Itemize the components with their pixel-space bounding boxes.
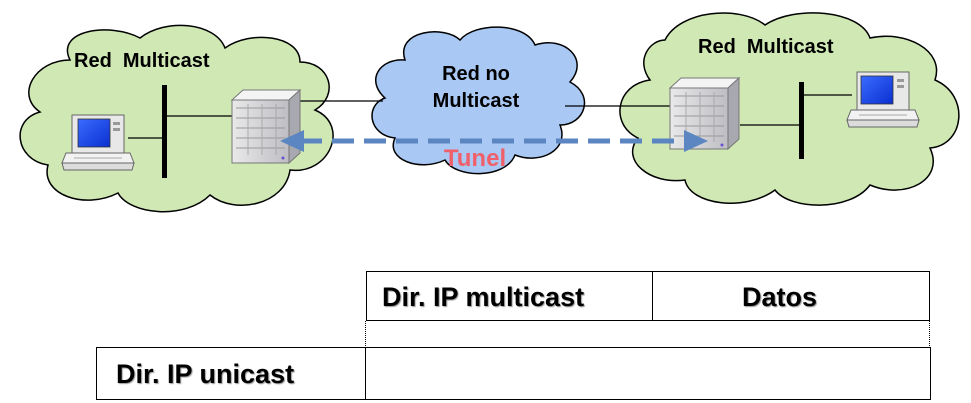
right-multicast-cloud [619,12,960,206]
payload-label: Datos [742,282,818,312]
middle-network-label-line1: Red no [442,63,510,85]
tunnel-label: Tunel [444,145,506,172]
tunnel-arrow [280,130,708,152]
left-router-icon [230,88,302,165]
inner-header-label: Dir. IP multicast [382,282,585,312]
outer-packet-box [96,347,931,400]
right-lan-segment [799,82,804,159]
left-network-label: Red Multicast [74,50,210,72]
inner-header-box [366,271,653,321]
payload-box [652,271,930,321]
right-network-label: Red Multicast [698,36,834,58]
outer-header-label: Dir. IP unicast [116,359,295,389]
outer-header-divider [365,347,366,400]
left-computer-icon [61,114,135,171]
non-multicast-cloud [371,26,586,175]
encapsulation-guide-right [929,321,930,348]
middle-network-label-line2: Multicast [433,90,520,112]
right-router-icon [668,76,741,151]
left-lan-segment [162,85,167,178]
encapsulation-guide-left [365,321,366,348]
right-computer-icon [846,71,920,128]
